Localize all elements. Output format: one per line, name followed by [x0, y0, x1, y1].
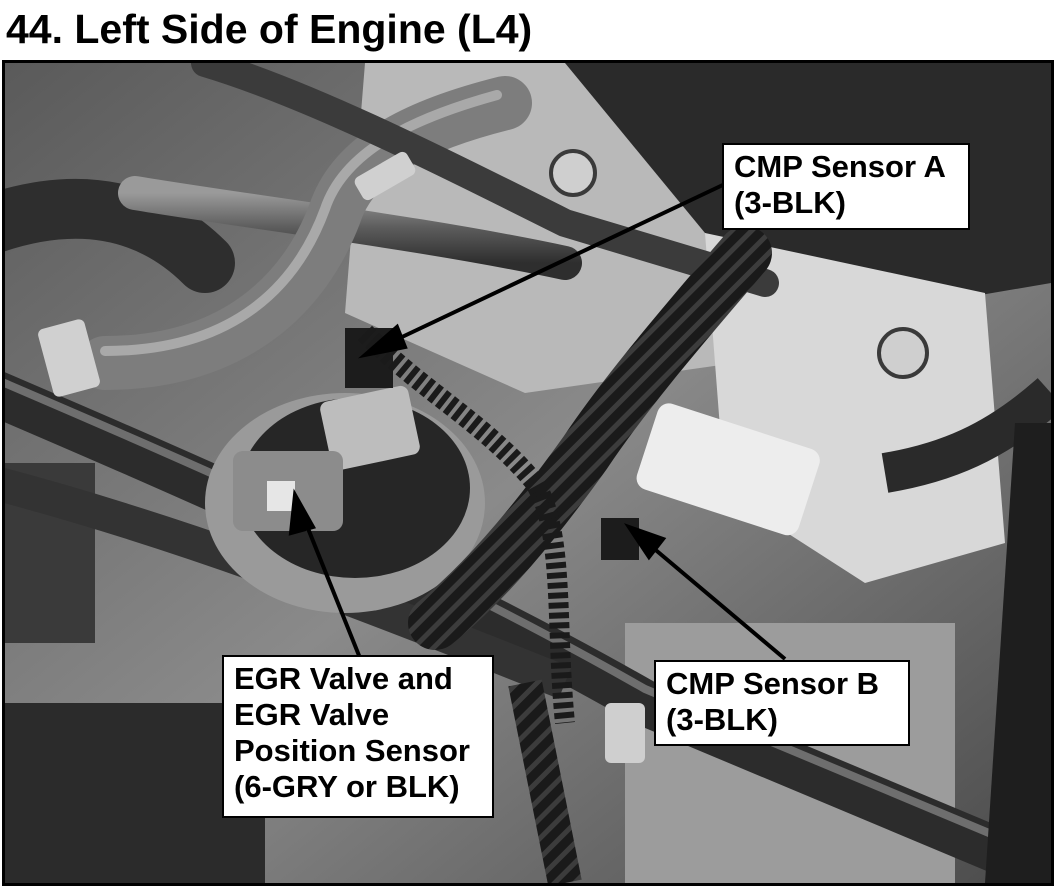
egr-valve-line-1: EGR Valve and [234, 661, 453, 696]
cmp-sensor-a-label: CMP Sensor A [734, 149, 946, 184]
bolt-right [877, 327, 929, 379]
cmp-sensor-b-label: CMP Sensor B [666, 666, 880, 701]
page-title: 44. Left Side of Engine (L4) [6, 6, 533, 52]
engine-illustration [5, 63, 1051, 883]
curved-coolant-hose [78, 76, 532, 390]
egr-connector-latch [267, 481, 295, 511]
cmp-sensor-b-body [601, 518, 639, 560]
hose-clamp-left [38, 319, 100, 397]
egr-valve-callout: EGR Valve and EGR Valve Position Sensor … [222, 655, 494, 818]
cmp-sensor-b-callout: CMP Sensor B (3-BLK) [654, 660, 910, 746]
arrowhead-egr [288, 488, 317, 536]
upper-left-hose [5, 178, 235, 293]
top-tube [191, 63, 779, 297]
small-harness [357, 325, 575, 724]
cmp-sensor-a-callout: CMP Sensor A (3-BLK) [722, 143, 970, 230]
white-connector [636, 403, 820, 536]
egr-valve-line-4: (6-GRY or BLK) [234, 769, 460, 804]
arrow-cmp-a [382, 181, 728, 348]
curved-coolant-hose-highlight [100, 90, 502, 356]
egr-valve-line-3: Position Sensor [234, 733, 470, 768]
bolt-top [549, 149, 597, 197]
egr-valve-line-2: EGR Valve [234, 697, 390, 732]
right-vertical-hose [985, 423, 1051, 883]
cmp-sensor-b-connector: (3-BLK) [666, 702, 778, 737]
arrow-cmp-b [643, 539, 787, 661]
egr-valve-label-plate [320, 385, 420, 471]
arrowhead-cmp-a [358, 323, 408, 359]
cmp-sensor-a-connector: (3-BLK) [734, 185, 846, 220]
lower-harness-area [5, 703, 265, 883]
corrugated-wire-harness [408, 226, 772, 650]
arrow-egr [299, 510, 362, 659]
hose-clamp-top [354, 151, 416, 201]
bottom-vertical-harness [508, 679, 582, 883]
leader-arrows [288, 181, 787, 661]
right-side-hose [881, 377, 1051, 493]
lower-clamp [605, 703, 645, 763]
arrowhead-cmp-b [624, 523, 667, 561]
